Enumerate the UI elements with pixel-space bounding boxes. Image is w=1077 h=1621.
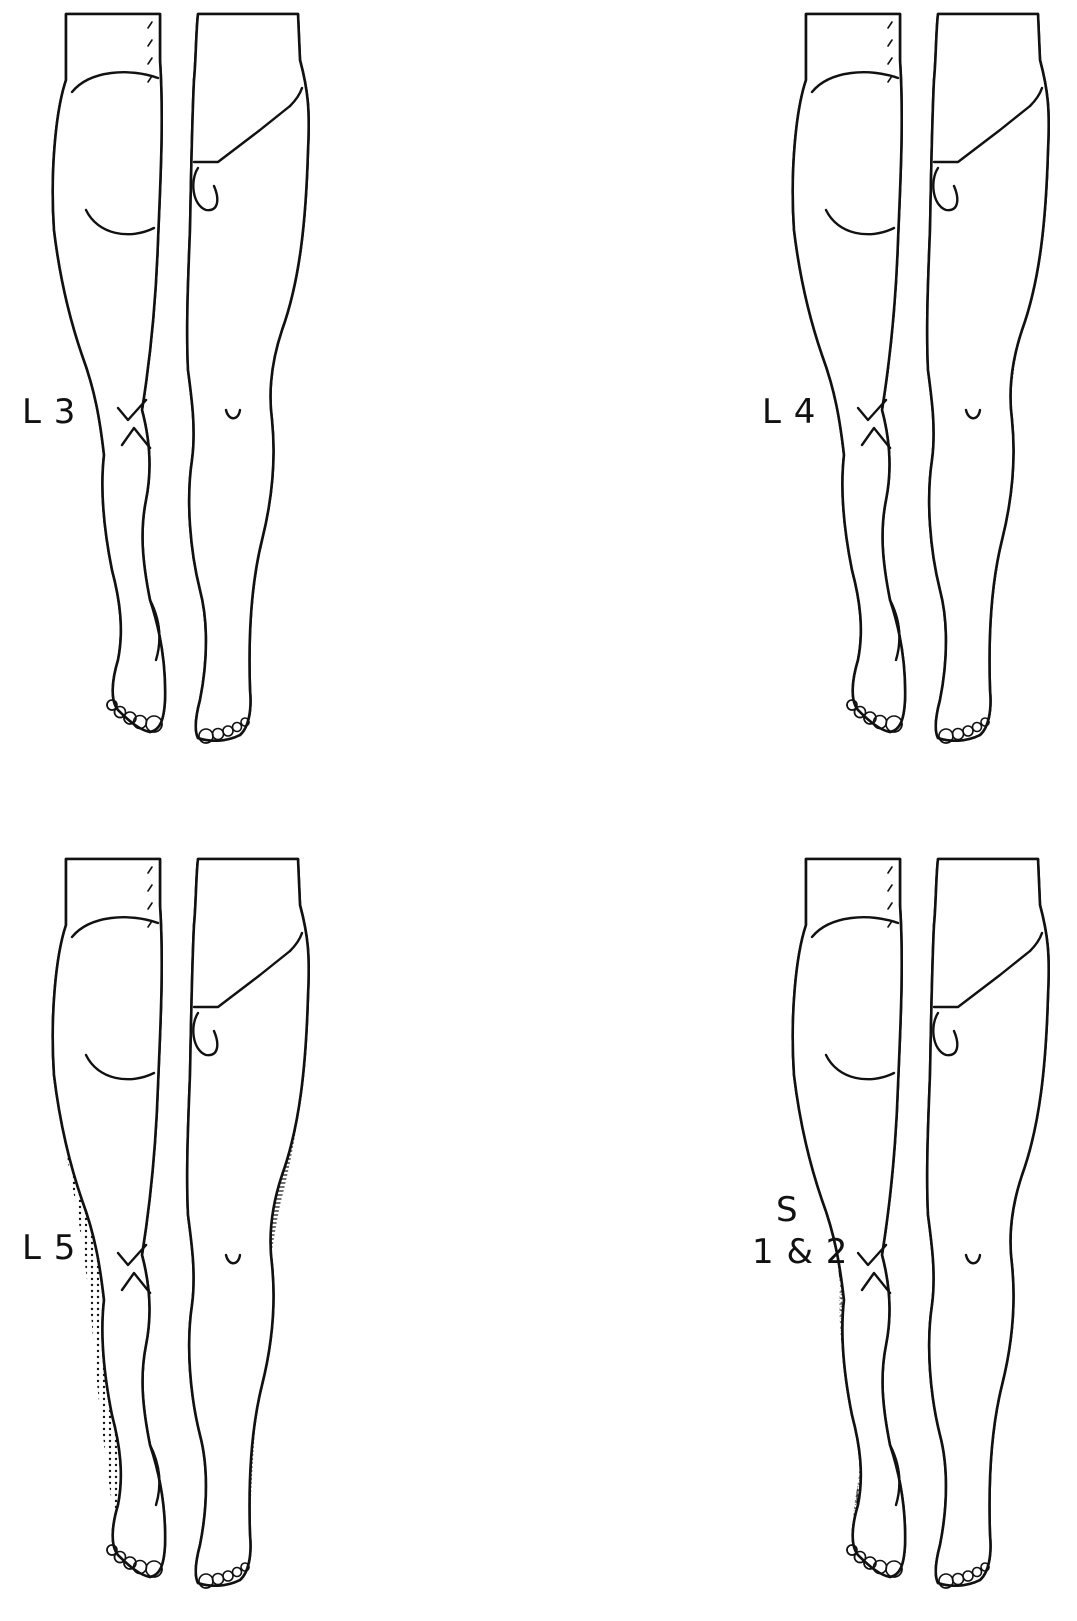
label-s12-line1: S: [776, 1190, 799, 1230]
label-l4: L 4: [762, 392, 816, 432]
label-l5: L 5: [22, 1228, 76, 1268]
label-l3: L 3: [22, 392, 76, 432]
label-s12-line2: 1 & 2: [752, 1232, 848, 1272]
